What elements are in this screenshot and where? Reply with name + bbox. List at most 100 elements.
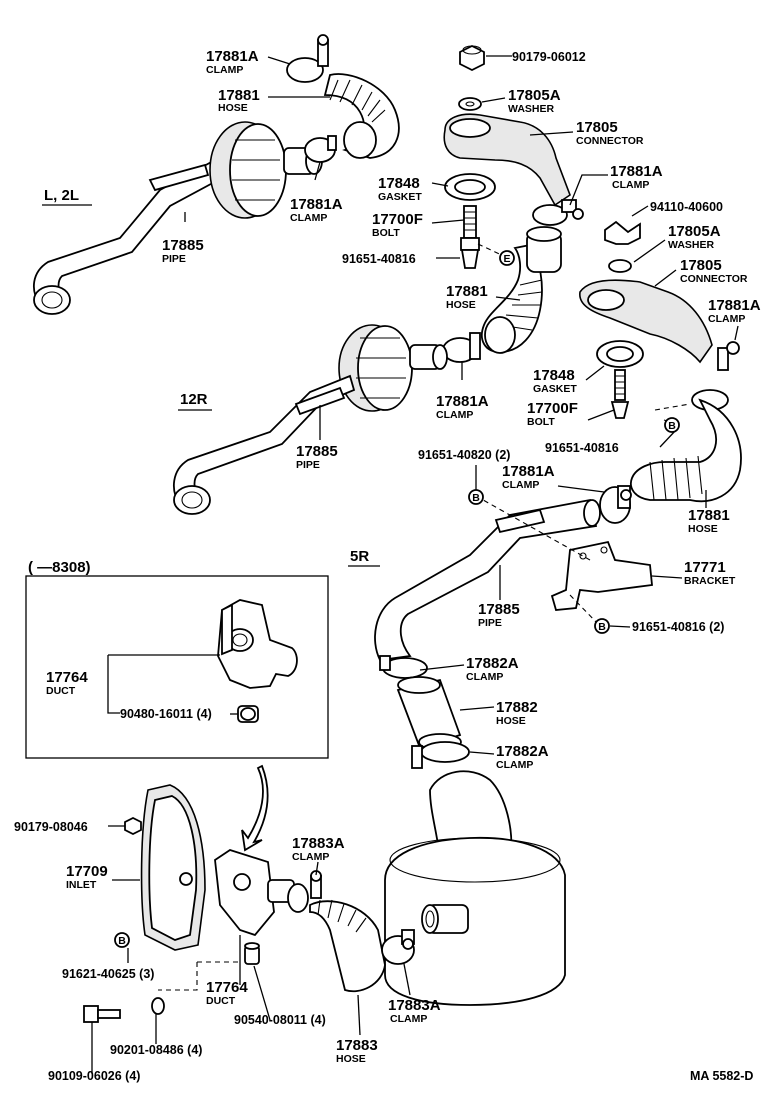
- label-name: HOSE: [496, 715, 526, 727]
- label-name: WASHER: [508, 103, 555, 115]
- label-num: 17709: [66, 863, 108, 880]
- label-name: WASHER: [668, 239, 715, 251]
- label-name: CLAMP: [206, 64, 243, 76]
- svg-text:B: B: [668, 420, 676, 432]
- label-name: CLAMP: [292, 851, 329, 863]
- section-box-range: ( —8308): [28, 559, 91, 576]
- label-num: 17881A: [610, 163, 663, 180]
- label-name: CLAMP: [612, 179, 649, 191]
- label-num: 17885: [478, 601, 520, 618]
- label-num: 17805: [680, 257, 722, 274]
- section-12r: 12R: [180, 391, 208, 408]
- label-name: GASKET: [533, 383, 577, 395]
- clamp-icon: [691, 341, 740, 411]
- label-num: 91651-40816 (2): [632, 620, 724, 634]
- pipe-assembly-12r: [173, 226, 562, 515]
- marker-b-4: B: [114, 932, 130, 948]
- label-num: 17882A: [496, 743, 549, 760]
- label-num: 17805A: [508, 87, 561, 104]
- label-name: DUCT: [46, 685, 76, 697]
- label-num: 17883A: [292, 835, 345, 852]
- label-num: 17885: [162, 237, 204, 254]
- clamp-icon: [532, 199, 584, 226]
- label-name: CLAMP: [496, 759, 533, 771]
- pipe-assembly-l2l: [33, 34, 400, 315]
- label-num: 17771: [684, 559, 726, 576]
- part-labels: 17881A CLAMP 17881 HOSE 17881A CLAMP 178…: [14, 48, 761, 1083]
- label-num: 17881A: [708, 297, 761, 314]
- pipe-assembly-5r: [374, 398, 742, 769]
- label-num: 17805: [576, 119, 618, 136]
- duct-inset: [217, 599, 298, 723]
- variant-box: [25, 575, 329, 759]
- label-name: INLET: [66, 879, 97, 891]
- label-num: 17848: [533, 367, 575, 384]
- label-num: 91651-40820 (2): [418, 448, 510, 462]
- label-name: PIPE: [162, 253, 186, 265]
- leader-lines: [91, 55, 739, 1074]
- label-num: 17700F: [527, 400, 578, 417]
- clamp-icon: [381, 929, 415, 965]
- marker-b-2: B: [468, 489, 484, 505]
- label-num: 90179-06012: [512, 50, 586, 64]
- svg-text:B: B: [472, 492, 480, 504]
- label-num: 17883A: [388, 997, 441, 1014]
- svg-text:B: B: [598, 621, 606, 633]
- label-name: CLAMP: [466, 671, 503, 683]
- label-num: 90179-08046: [14, 820, 88, 834]
- label-num: 17881: [688, 507, 730, 524]
- label-name: BRACKET: [684, 575, 736, 587]
- marker-b-1: B: [664, 417, 680, 433]
- label-name: HOSE: [688, 523, 718, 535]
- label-name: PIPE: [478, 617, 502, 629]
- label-num: 17881: [218, 87, 260, 104]
- clamp-icon: [599, 485, 632, 524]
- label-num: 17882: [496, 699, 538, 716]
- inlet-assembly: [83, 764, 415, 1023]
- label-num: 90480-16011 (4): [120, 707, 212, 721]
- label-num: 17764: [206, 979, 248, 996]
- label-name: CLAMP: [290, 212, 327, 224]
- label-name: CONNECTOR: [680, 273, 748, 285]
- section-l2l: L, 2L: [44, 187, 79, 204]
- label-num: 17881A: [206, 48, 259, 65]
- clamp-icon: [442, 332, 481, 363]
- label-num: 17881: [446, 283, 488, 300]
- label-num: 90201-08486 (4): [110, 1043, 202, 1057]
- label-num: 91651-40816: [342, 252, 416, 266]
- label-num: 17883: [336, 1037, 378, 1054]
- label-num: 17881A: [502, 463, 555, 480]
- label-name: BOLT: [527, 416, 555, 428]
- clamp-icon: [286, 34, 329, 83]
- label-num: 17764: [46, 669, 88, 686]
- label-num: 90109-06026 (4): [48, 1069, 140, 1083]
- label-name: HOSE: [336, 1053, 366, 1065]
- svg-text:B: B: [118, 935, 126, 947]
- label-name: DUCT: [206, 995, 236, 1007]
- label-num: 90540-08011 (4): [234, 1013, 326, 1027]
- label-name: HOSE: [446, 299, 476, 311]
- clamp-icon: [411, 741, 470, 769]
- label-name: CLAMP: [390, 1013, 427, 1025]
- svg-text:E: E: [503, 253, 510, 265]
- label-name: GASKET: [378, 191, 422, 203]
- marker-b-3: B: [594, 618, 610, 634]
- label-num: 17881A: [290, 196, 343, 213]
- label-name: BOLT: [372, 227, 400, 239]
- label-num: 91651-40816: [545, 441, 619, 455]
- label-name: CONNECTOR: [576, 135, 644, 147]
- footer-code: MA 5582-D: [690, 1069, 753, 1083]
- label-name: CLAMP: [502, 479, 539, 491]
- label-name: PIPE: [296, 459, 320, 471]
- label-name: CLAMP: [436, 409, 473, 421]
- label-num: 17848: [378, 175, 420, 192]
- label-num: 17885: [296, 443, 338, 460]
- marker-e: E: [499, 250, 515, 266]
- label-num: 17881A: [436, 393, 489, 410]
- label-num: 17700F: [372, 211, 423, 228]
- clamp-icon: [304, 135, 337, 163]
- clamp-icon: [379, 655, 428, 679]
- label-name: CLAMP: [708, 313, 745, 325]
- label-name: HOSE: [218, 102, 248, 114]
